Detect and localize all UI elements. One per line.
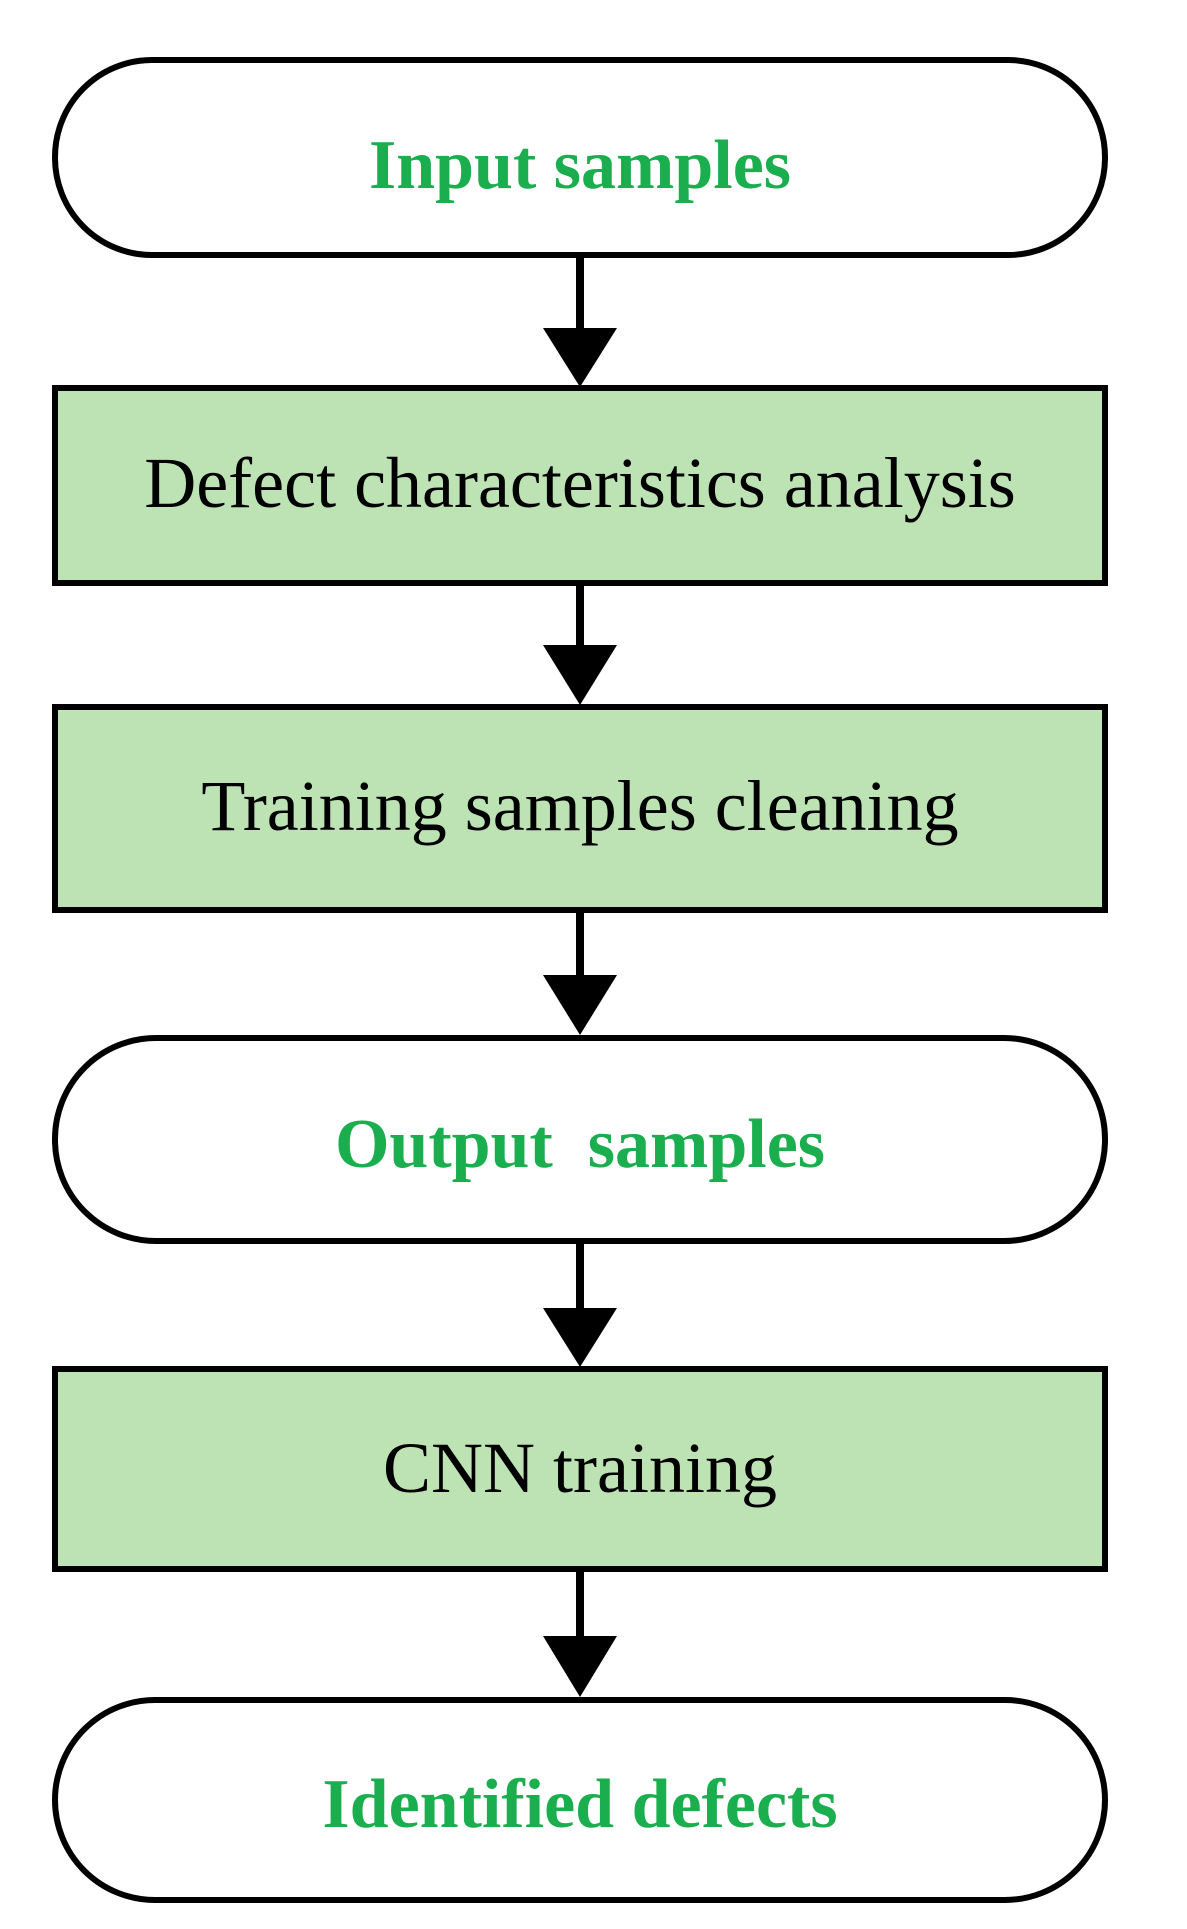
step-training-samples-cleaning: Training samples cleaning <box>52 704 1108 913</box>
step-label: CNN training <box>383 1428 777 1508</box>
terminal-shape <box>52 1697 1108 1903</box>
step-output-samples: Output samples <box>52 1035 1108 1244</box>
arrow-cleaning-to-output <box>543 910 617 1035</box>
step-label: Identified defects <box>322 1766 837 1843</box>
step-input-samples: Input samples <box>52 57 1108 258</box>
step-cnn-training: CNN training <box>52 1366 1108 1572</box>
process-shape <box>52 385 1108 586</box>
arrow-output-to-training <box>543 1241 617 1367</box>
step-label: Output samples <box>335 1106 825 1183</box>
arrow-input-to-analysis <box>543 255 617 387</box>
step-label: Defect characteristics analysis <box>144 443 1016 523</box>
step-defect-characteristics-analysis: Defect characteristics analysis <box>52 385 1108 586</box>
arrow-training-to-identified <box>543 1569 617 1697</box>
step-identified-defects: Identified defects <box>52 1697 1108 1903</box>
step-label: Training samples cleaning <box>201 766 958 846</box>
step-label: Input samples <box>369 127 791 204</box>
arrow-analysis-to-cleaning <box>543 583 617 705</box>
